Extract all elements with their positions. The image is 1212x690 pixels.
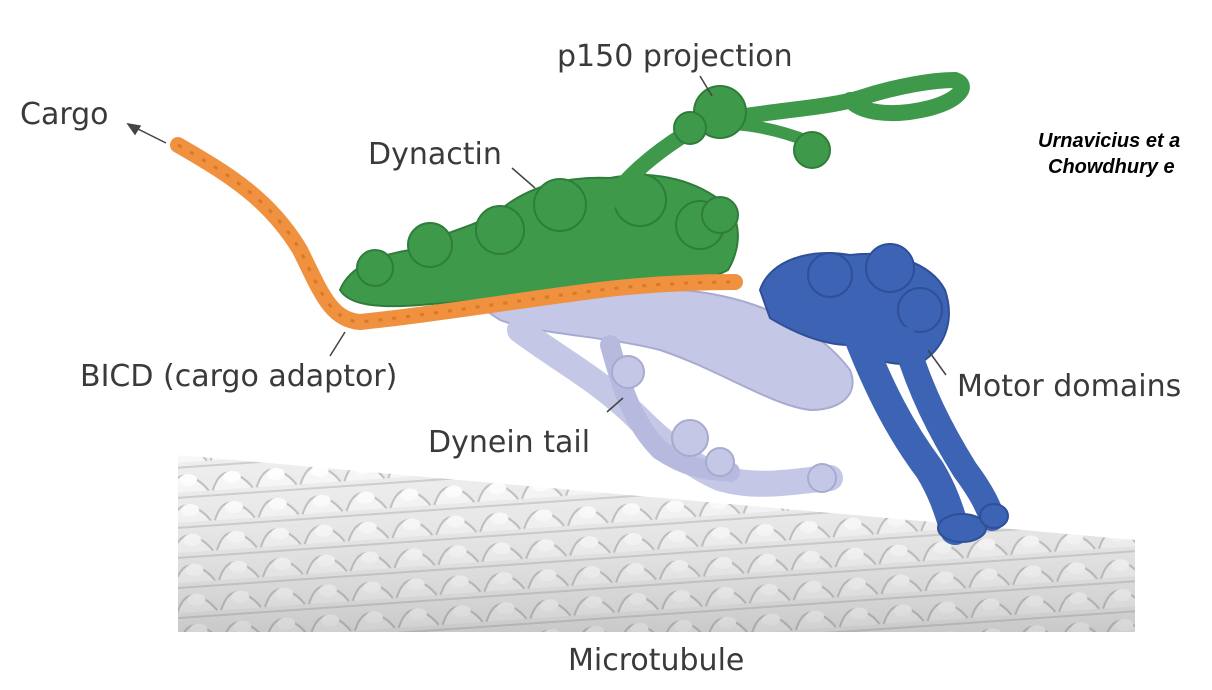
bicd-texture	[177, 143, 736, 324]
credit-line-2: Chowdhury e	[1048, 156, 1175, 178]
p150-leader	[699, 75, 713, 97]
cargo-arrow-head	[126, 122, 142, 136]
microtubule-label: Microtubule	[568, 643, 745, 678]
bicd-label: BICD (cargo adaptor)	[80, 359, 398, 394]
dynactin-shape	[338, 173, 739, 308]
dynactin-label: Dynactin	[368, 137, 502, 172]
p150-globules	[673, 85, 831, 169]
motor-domains-shape	[758, 243, 1009, 545]
dynactin-leader	[511, 167, 536, 189]
dynein-tail-leader	[606, 397, 624, 413]
motor-domains-leader	[927, 349, 947, 376]
dynein-tail-label: Dynein tail	[428, 425, 591, 460]
cargo-label: Cargo	[20, 97, 109, 132]
motor-domains-label: Motor domains	[957, 369, 1182, 404]
p150-projection-label: p150 projection	[557, 39, 793, 74]
dynein-tail-shape	[467, 287, 854, 497]
credit-line-1: Urnavicius et a	[1038, 130, 1181, 152]
bicd-leader	[329, 331, 346, 357]
leader-lines	[126, 75, 947, 413]
microtubule-shape	[178, 455, 1135, 632]
